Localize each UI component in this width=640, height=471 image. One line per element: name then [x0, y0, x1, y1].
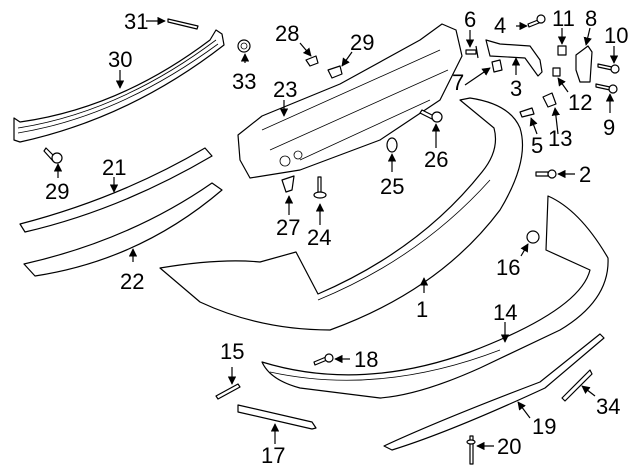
callout-9: 9 — [603, 115, 615, 140]
part-24-push-pin[interactable] — [313, 176, 327, 199]
callout-6: 6 — [464, 7, 476, 32]
callout-29: 29 — [350, 30, 374, 55]
callout-14: 14 — [493, 300, 517, 325]
callout-22: 22 — [120, 269, 144, 294]
part-15-rivet[interactable] — [215, 383, 241, 400]
callout-23: 23 — [273, 77, 297, 102]
callout-15: 15 — [220, 339, 244, 364]
callout-10: 10 — [604, 23, 628, 48]
part-3-side-bracket[interactable] — [485, 39, 543, 77]
part-18-screw[interactable] — [313, 353, 334, 366]
leader-lines — [53, 16, 619, 451]
callout-20: 20 — [497, 434, 521, 459]
part-9-bolt[interactable] — [595, 83, 618, 94]
part-7-nut[interactable] — [491, 59, 503, 73]
callout-18: 18 — [354, 347, 378, 372]
callout-1: 1 — [416, 297, 428, 322]
part-11-clip[interactable] — [557, 45, 567, 56]
callout-28: 28 — [275, 21, 299, 46]
callout-21: 21 — [102, 155, 126, 180]
part-31-bolt[interactable] — [43, 147, 63, 164]
callout-32: 31 — [124, 9, 148, 34]
part-22-lower-strip[interactable] — [23, 182, 223, 277]
callout-30: 30 — [108, 47, 132, 72]
callout-33: 33 — [232, 69, 256, 94]
part-8-bracket[interactable] — [575, 45, 593, 83]
part-25-grommet[interactable] — [386, 137, 398, 153]
part-20-rivet[interactable] — [466, 435, 476, 465]
callout-17: 17 — [261, 443, 285, 468]
part-13-nut[interactable] — [542, 92, 557, 108]
part-1-bumper-cover[interactable] — [159, 97, 524, 331]
part-2-bolt[interactable] — [535, 169, 557, 179]
part-33-nut[interactable] — [237, 39, 251, 53]
part-10-bolt[interactable] — [597, 63, 620, 74]
part-28-clip[interactable] — [305, 55, 319, 67]
part-16-park-sensor-retainer[interactable] — [526, 230, 540, 244]
part-34-reflector[interactable] — [561, 369, 593, 402]
callout-labels: 31 30 29 21 22 23 33 28 29 26 25 27 24 6… — [45, 6, 628, 468]
callout-12: 12 — [568, 90, 592, 115]
part-12-clip[interactable] — [552, 67, 561, 77]
callout-19: 19 — [532, 414, 556, 439]
callout-31: 29 — [45, 179, 69, 204]
part-5-push-pin[interactable] — [519, 107, 535, 118]
callout-25: 25 — [380, 174, 404, 199]
callout-2: 2 — [579, 162, 591, 187]
part-6-push-pin[interactable] — [465, 45, 479, 59]
part-4-screw[interactable] — [527, 14, 546, 28]
part-21-upper-strip[interactable] — [19, 147, 213, 233]
callout-26: 26 — [424, 147, 448, 172]
callout-7: 7 — [452, 70, 464, 95]
callout-13: 13 — [548, 126, 572, 151]
callout-5: 5 — [531, 133, 543, 158]
callout-3: 3 — [510, 76, 522, 101]
part-26-bolt[interactable] — [419, 109, 443, 123]
part-17-reflector[interactable] — [237, 404, 317, 430]
part-19-skid-plate-trim[interactable] — [383, 333, 605, 451]
part-29-clip[interactable] — [327, 65, 343, 79]
callout-11: 11 — [552, 6, 575, 31]
callout-8: 8 — [585, 6, 597, 31]
callout-16: 16 — [496, 255, 520, 280]
part-30-reinforcement-bar[interactable] — [13, 29, 225, 143]
callout-24: 24 — [307, 225, 331, 250]
part-32-stud[interactable] — [167, 18, 199, 30]
callout-27: 27 — [276, 215, 300, 240]
callout-34: 34 — [596, 394, 620, 419]
part-27-clip[interactable] — [281, 175, 295, 193]
part-23-energy-absorber[interactable] — [237, 23, 463, 179]
callout-4: 4 — [494, 13, 506, 38]
